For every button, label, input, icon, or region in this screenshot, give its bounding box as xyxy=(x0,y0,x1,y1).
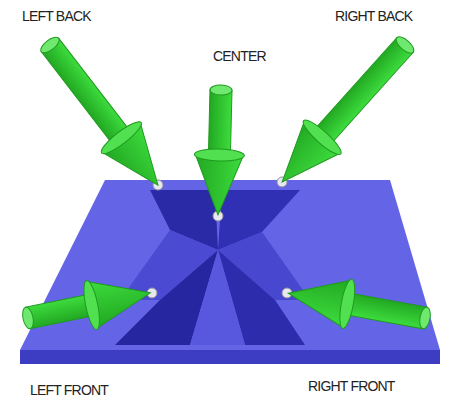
position-label: LEFT FRONT xyxy=(30,382,108,398)
position-label: RIGHT BACK xyxy=(335,8,412,24)
x-ridge-block xyxy=(115,190,310,345)
position-label: RIGHT FRONT xyxy=(308,378,395,394)
probe-arrow xyxy=(264,25,427,199)
probe-arrow xyxy=(27,26,178,201)
position-label: LEFT BACK xyxy=(22,8,91,24)
probe-arrow xyxy=(284,269,435,344)
probe-arrow xyxy=(18,268,155,343)
probe-arrow xyxy=(193,84,246,215)
position-label: CENTER xyxy=(213,48,266,64)
base-plate xyxy=(20,180,440,364)
